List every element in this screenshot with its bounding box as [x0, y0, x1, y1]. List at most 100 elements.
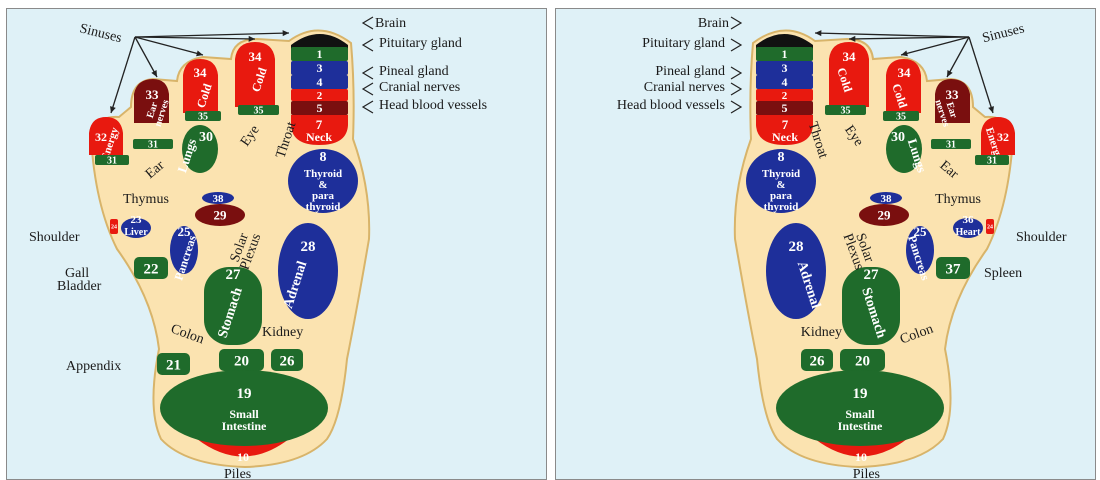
zone-34: 34Cold — [886, 59, 921, 113]
zone-number: 31 — [107, 156, 117, 167]
zone-number: 35 — [896, 112, 906, 123]
zone-34: 34Cold — [829, 42, 869, 107]
zone-26: 26 — [271, 349, 303, 371]
zone-number: 28 — [301, 239, 316, 255]
zone-number: 23 — [131, 214, 143, 226]
zone-number: 26 — [280, 353, 296, 369]
zone-number: 38 — [881, 193, 893, 205]
label-headvessels: Head blood vessels — [379, 98, 487, 113]
zone-number: 24 — [987, 225, 993, 231]
zone-31: 31 — [931, 139, 971, 151]
zone-number: 10 — [237, 450, 249, 464]
zone-number: 19 — [853, 386, 868, 402]
zone-number: 8 — [778, 150, 785, 165]
zone-24: 24 — [110, 219, 118, 234]
zone-number: 35 — [841, 106, 851, 117]
zone-number: 30 — [199, 130, 213, 145]
zone-4: 4 — [291, 75, 348, 89]
label-kidney: Kidney — [801, 325, 842, 340]
zone-number: 24 — [111, 225, 117, 231]
zone-number: 4 — [782, 75, 788, 89]
zone-number: 10 — [855, 450, 867, 464]
label-shoulder: Shoulder — [1016, 230, 1067, 245]
zone-24: 24 — [986, 219, 994, 234]
zone-4: 4 — [756, 75, 813, 89]
zone-number: 27 — [864, 267, 880, 283]
zone-19: 19SmallIntestine — [160, 370, 328, 446]
zone-sublabel: Liver — [124, 227, 148, 238]
zone-number: 31 — [946, 140, 956, 151]
label-thymus: Thymus — [123, 192, 169, 207]
left-foot-diagram: 134257Neck34Cold34Cold33Earnerves32Energ… — [7, 9, 547, 480]
zone-34: 34Cold — [183, 59, 218, 113]
zone-5: 5 — [756, 101, 813, 115]
zone-sublabel: Neck — [772, 130, 798, 144]
zone-number: 27 — [226, 267, 242, 283]
label-thymus: Thymus — [935, 192, 981, 207]
label-appendix: Appendix — [66, 359, 121, 374]
label-pituitary: Pituitary gland — [642, 36, 725, 51]
zone-number: 37 — [946, 261, 962, 277]
zone-number: 31 — [148, 140, 158, 151]
zone-number: 29 — [878, 208, 892, 223]
zone-number: 30 — [891, 130, 905, 145]
zone-37: 37 — [936, 257, 970, 279]
label-shoulder: Shoulder — [29, 230, 80, 245]
zone-number: 20 — [234, 353, 249, 369]
zone-29: 29 — [859, 204, 909, 226]
right-foot-diagram: 134257Neck34Cold34Cold33Earnerves32Energ… — [556, 9, 1096, 480]
zone-number: 1 — [782, 47, 788, 61]
zone-21: 21 — [157, 353, 190, 375]
zone-number: 28 — [789, 239, 804, 255]
zone-number: 2 — [317, 90, 323, 102]
zone-number: 20 — [855, 353, 870, 369]
label-cranial: Cranial nerves — [644, 80, 725, 95]
zone-number: 34 — [249, 49, 263, 64]
zone-sublabel: Heart — [956, 227, 982, 238]
zone-number: 3 — [782, 61, 788, 75]
zone-number: 5 — [782, 101, 788, 115]
zone-number: 34 — [843, 49, 857, 64]
zone-20: 20 — [840, 349, 885, 371]
zone-number: 3 — [317, 61, 323, 75]
zone-22: 22 — [134, 257, 168, 279]
label-cranial: Cranial nerves — [379, 80, 460, 95]
zone-number: 38 — [213, 193, 225, 205]
zone-number: 4 — [317, 75, 323, 89]
zone-3: 3 — [756, 61, 813, 75]
zone-number: 33 — [146, 87, 160, 102]
label-brain: Brain — [375, 16, 406, 31]
zone-35: 35 — [238, 105, 279, 117]
zone-5: 5 — [291, 101, 348, 115]
label-pituitary: Pituitary gland — [379, 36, 462, 51]
zone-number: 29 — [214, 208, 228, 223]
zone-number: 35 — [198, 112, 208, 123]
zone-number: 8 — [320, 150, 327, 165]
zone-1: 1 — [291, 47, 348, 61]
label-brain: Brain — [698, 16, 729, 31]
label-spleen: Spleen — [984, 266, 1022, 281]
zone-number: 31 — [987, 156, 997, 167]
zone-number: 5 — [317, 101, 323, 115]
zone-2: 2 — [756, 89, 813, 102]
zone-2: 2 — [291, 89, 348, 102]
right-foot-panel: 134257Neck34Cold34Cold33Earnerves32Energ… — [555, 8, 1096, 480]
zone-35: 35 — [185, 111, 221, 123]
zone-1: 1 — [756, 47, 813, 61]
zone-number: 2 — [782, 90, 788, 102]
zone-31: 31 — [133, 139, 173, 151]
zone-20: 20 — [219, 349, 264, 371]
zone-number: 26 — [810, 353, 826, 369]
zone-sublabel: Neck — [306, 130, 332, 144]
zone-29: 29 — [195, 204, 245, 226]
